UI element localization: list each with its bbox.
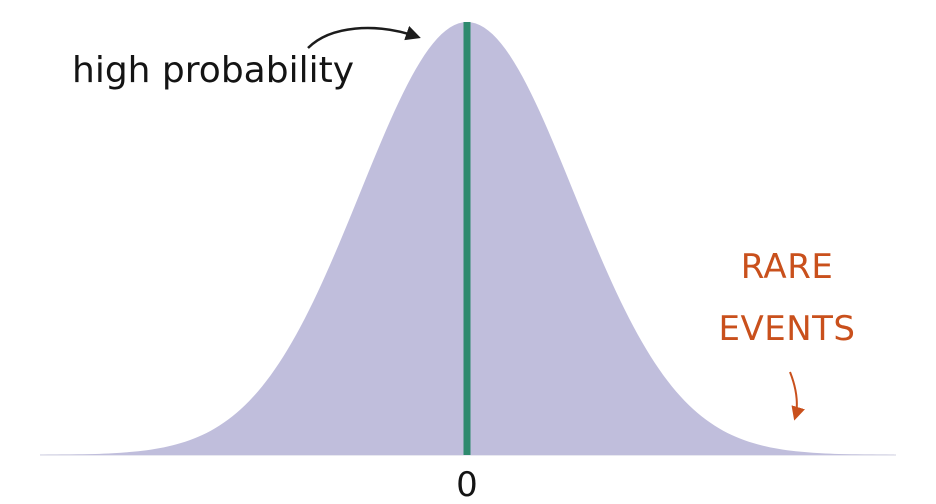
x-tick-zero: 0 — [456, 465, 478, 504]
tail-arrow-icon — [789, 371, 805, 421]
events-label: EVENTS — [718, 309, 855, 349]
rare-label: RARE — [741, 247, 834, 287]
peak-arrow-icon — [307, 25, 421, 49]
high-probability-label: high probability — [72, 50, 354, 91]
